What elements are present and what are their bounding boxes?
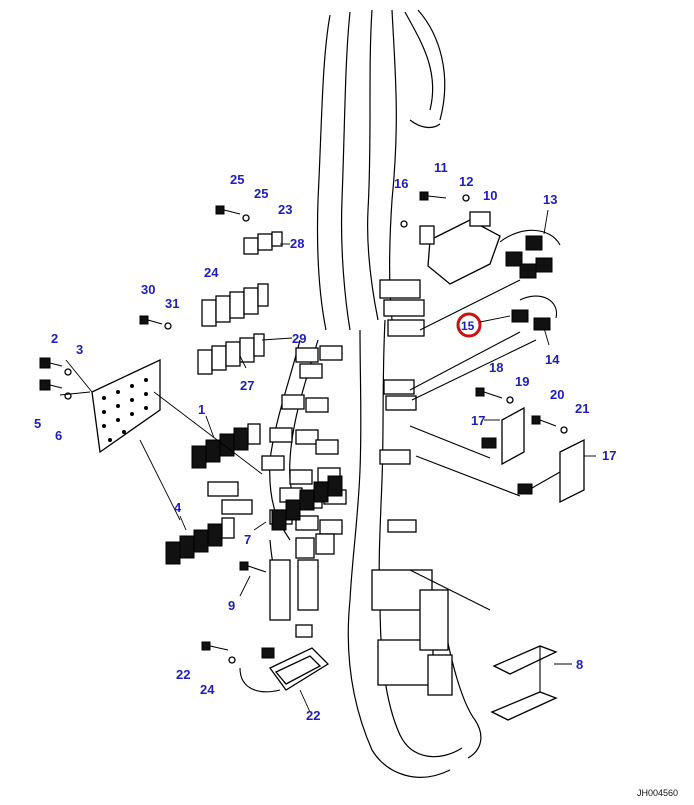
part-label-12: 12: [459, 174, 473, 189]
part-label-24b: 24: [200, 682, 215, 697]
part-label-2: 2: [51, 331, 58, 346]
connectors-13: [499, 229, 561, 279]
part-label-29-top: 28: [290, 236, 304, 251]
bolts: [39, 191, 568, 664]
controller-22: [239, 647, 330, 693]
part-label-1: 1: [198, 402, 205, 417]
drawing-id: JH004560: [637, 788, 678, 798]
leader-lines: [59, 209, 596, 713]
part-labels: 25 25 23 28 24 30 31 29 27 2 3 5 6 1 4 7…: [34, 160, 616, 723]
part-label-17-lower: 17: [602, 448, 616, 463]
part-label-29-mid: 29: [292, 331, 306, 346]
part-label-26: 25: [230, 172, 244, 187]
bolt-9: [239, 561, 267, 573]
part-label-21: 21: [575, 401, 589, 416]
relay-block-25-28: [197, 283, 269, 375]
highlight-circle: [456, 312, 482, 338]
part-label-14: 14: [545, 352, 560, 367]
bolt-18: [475, 387, 503, 399]
bolt-30: [139, 315, 163, 325]
part-label-25-top: 23: [278, 202, 292, 217]
bolt-26: [215, 205, 241, 215]
bracket-10: [419, 211, 501, 285]
part-label-4: 4: [174, 500, 182, 515]
part-label-18: 18: [489, 360, 503, 375]
part-label-13: 13: [543, 192, 557, 207]
bolt-20: [531, 415, 557, 427]
relay-block-7: [271, 475, 343, 531]
mounting-plate: [91, 358, 161, 454]
bolt-23: [201, 641, 229, 651]
part-label-7: 7: [244, 532, 251, 547]
connector-25-top: [243, 231, 283, 255]
part-label-22b: 22: [306, 708, 320, 723]
branch-wires: [409, 279, 537, 611]
part-label-17-upper: 17: [471, 413, 485, 428]
part-label-23: 22: [176, 667, 190, 682]
part-label-5: 5: [34, 416, 41, 431]
part-label-28: 27: [240, 378, 254, 393]
left-harness-branch: [207, 339, 347, 638]
bolt-11: [419, 191, 447, 201]
part-label-27: 25: [254, 186, 268, 201]
relay-block-1: [191, 423, 261, 469]
part-label-20: 20: [550, 387, 564, 402]
bolt-2: [39, 357, 63, 369]
main-harness: [316, 9, 482, 778]
part-label-9: 9: [228, 598, 235, 613]
connectors-14-15: [511, 295, 557, 331]
relay-block-4: [165, 517, 235, 565]
part-label-11: 11: [434, 160, 448, 175]
part-label-19: 19: [515, 374, 529, 389]
part-label-3: 3: [76, 342, 83, 357]
part-label-16: 16: [394, 176, 408, 191]
bracket-17-lower: [517, 438, 585, 504]
part-label-8: 8: [576, 657, 583, 672]
part-label-10: 10: [483, 188, 497, 203]
part-label-30: 30: [141, 282, 155, 297]
part-label-25-mid: 24: [204, 265, 219, 280]
bolt-5: [39, 379, 63, 391]
part-label-15: 15: [461, 319, 475, 333]
part-label-31: 31: [165, 296, 179, 311]
bracket-17-upper: [481, 406, 525, 466]
rails-8: [490, 645, 558, 721]
part-label-6: 6: [55, 428, 62, 443]
